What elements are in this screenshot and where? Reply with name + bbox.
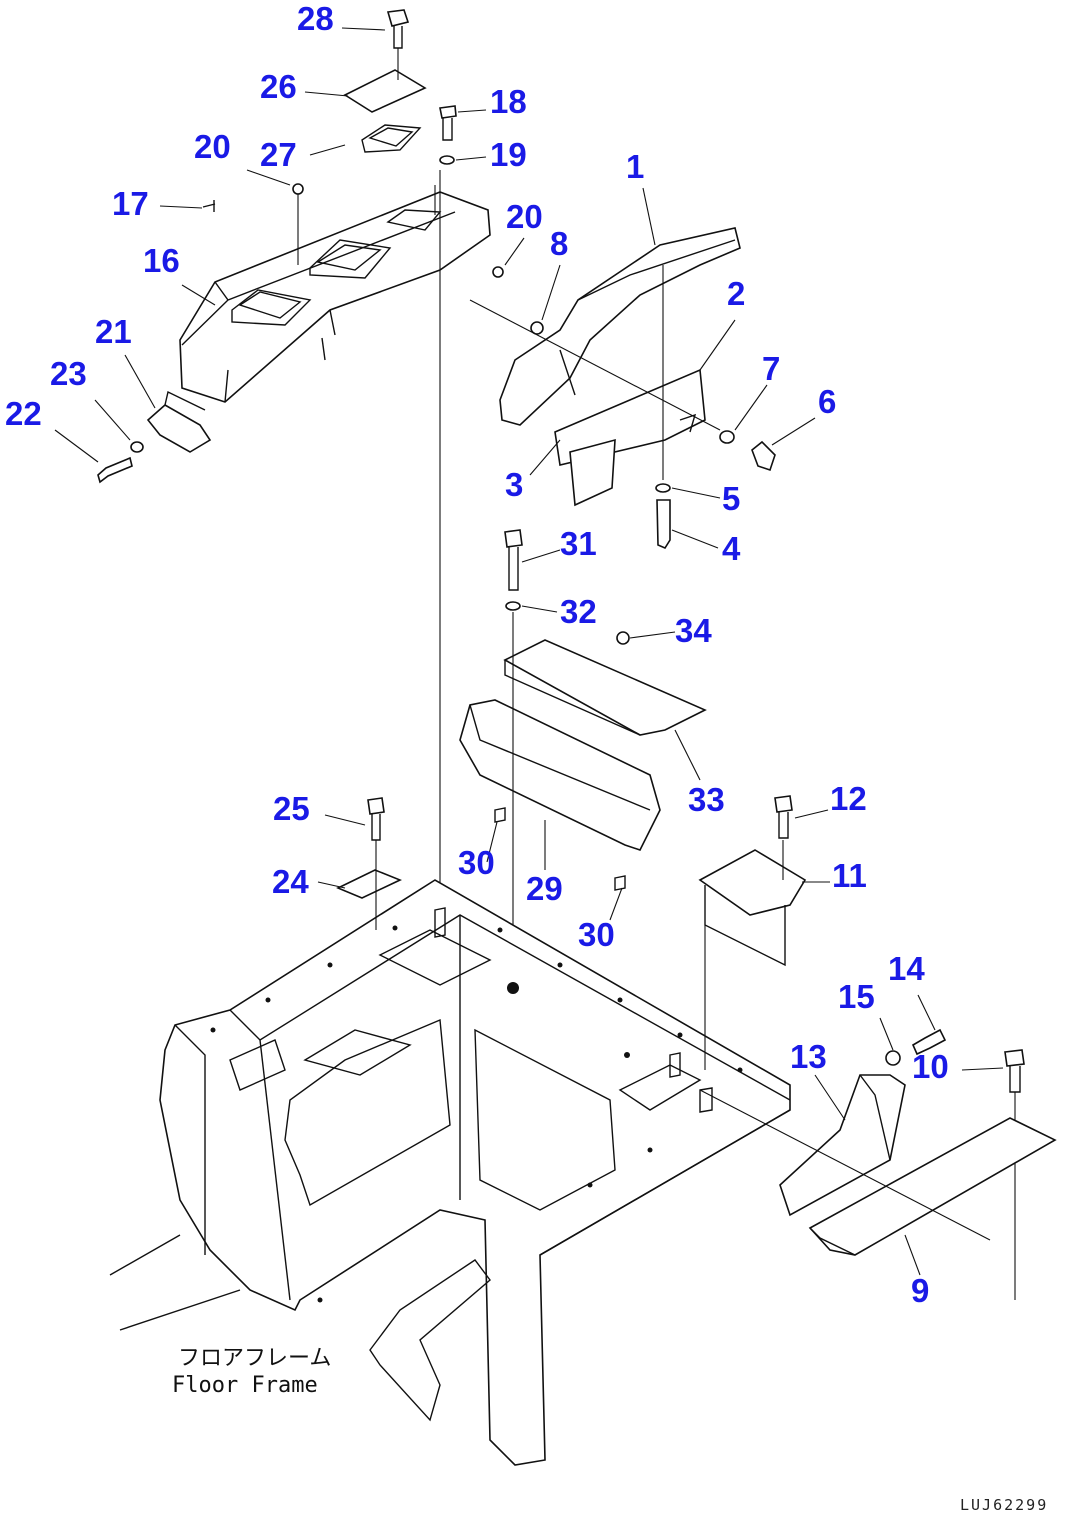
callout-label: 28 <box>297 0 334 37</box>
console-cover <box>179 191 491 403</box>
callout-label: 17 <box>112 185 149 222</box>
callout-label: 32 <box>560 593 597 630</box>
callout-label: 33 <box>688 781 725 818</box>
callout-label: 31 <box>560 525 597 562</box>
callout-label: 9 <box>911 1272 929 1309</box>
caption-japanese: フロアフレーム <box>178 1346 331 1371</box>
bracket-21 <box>97 390 212 484</box>
callout-label: 25 <box>273 790 310 827</box>
callout-label: 8 <box>550 225 568 262</box>
callout-label: 27 <box>260 136 297 173</box>
callout-label: 23 <box>50 355 87 392</box>
bracket-2 <box>554 368 706 507</box>
floor-frame <box>109 879 791 1466</box>
bolt-10 <box>1004 1049 1025 1300</box>
callout-label: 14 <box>888 950 925 987</box>
callout-label: 18 <box>490 83 527 120</box>
callout-label: 2 <box>727 275 745 312</box>
callout-label: 22 <box>5 395 42 432</box>
callout-label: 20 <box>506 198 543 235</box>
callout-label: 11 <box>832 857 867 894</box>
cover-29 <box>459 699 661 851</box>
bolt-18 <box>439 105 457 165</box>
leader-lines <box>54 27 1004 1276</box>
plate-24 <box>336 797 402 930</box>
callout-label: 10 <box>912 1048 949 1085</box>
armrest-1 <box>499 227 741 426</box>
plate-13 <box>779 1074 906 1217</box>
callout-label: 5 <box>722 480 740 517</box>
callout-label: 15 <box>838 978 875 1015</box>
bracket-11 <box>698 795 807 1070</box>
callout-label: 20 <box>194 128 231 165</box>
callout-label: 3 <box>505 466 523 503</box>
callout-label: 21 <box>95 313 132 350</box>
callout-label: 34 <box>675 612 712 649</box>
callout-label: 13 <box>790 1038 827 1075</box>
callout-label: 30 <box>578 916 615 953</box>
callout-labels: 28 26 18 27 19 20 1 17 20 8 16 2 21 7 23… <box>5 0 949 1309</box>
callout-label: 29 <box>526 870 563 907</box>
caption-english: Floor Frame <box>172 1373 318 1398</box>
callout-label: 16 <box>143 242 180 279</box>
callout-label: 6 <box>818 383 836 420</box>
drawing-code: LUJ62299 <box>960 1496 1048 1514</box>
callout-label: 19 <box>490 136 527 173</box>
callout-label: 4 <box>722 530 741 567</box>
cover-plates <box>343 69 427 153</box>
callout-label: 1 <box>626 148 644 185</box>
callout-label: 30 <box>458 844 495 881</box>
plate-9 <box>808 1117 1057 1256</box>
callout-label: 24 <box>272 863 309 900</box>
callout-label: 12 <box>830 780 867 817</box>
bolt-31 <box>504 529 523 985</box>
bolt-28 <box>386 9 410 80</box>
cover-33 <box>503 639 707 736</box>
callout-label: 7 <box>762 350 780 387</box>
frame-holes <box>210 925 743 1303</box>
callout-label: 26 <box>260 68 297 105</box>
